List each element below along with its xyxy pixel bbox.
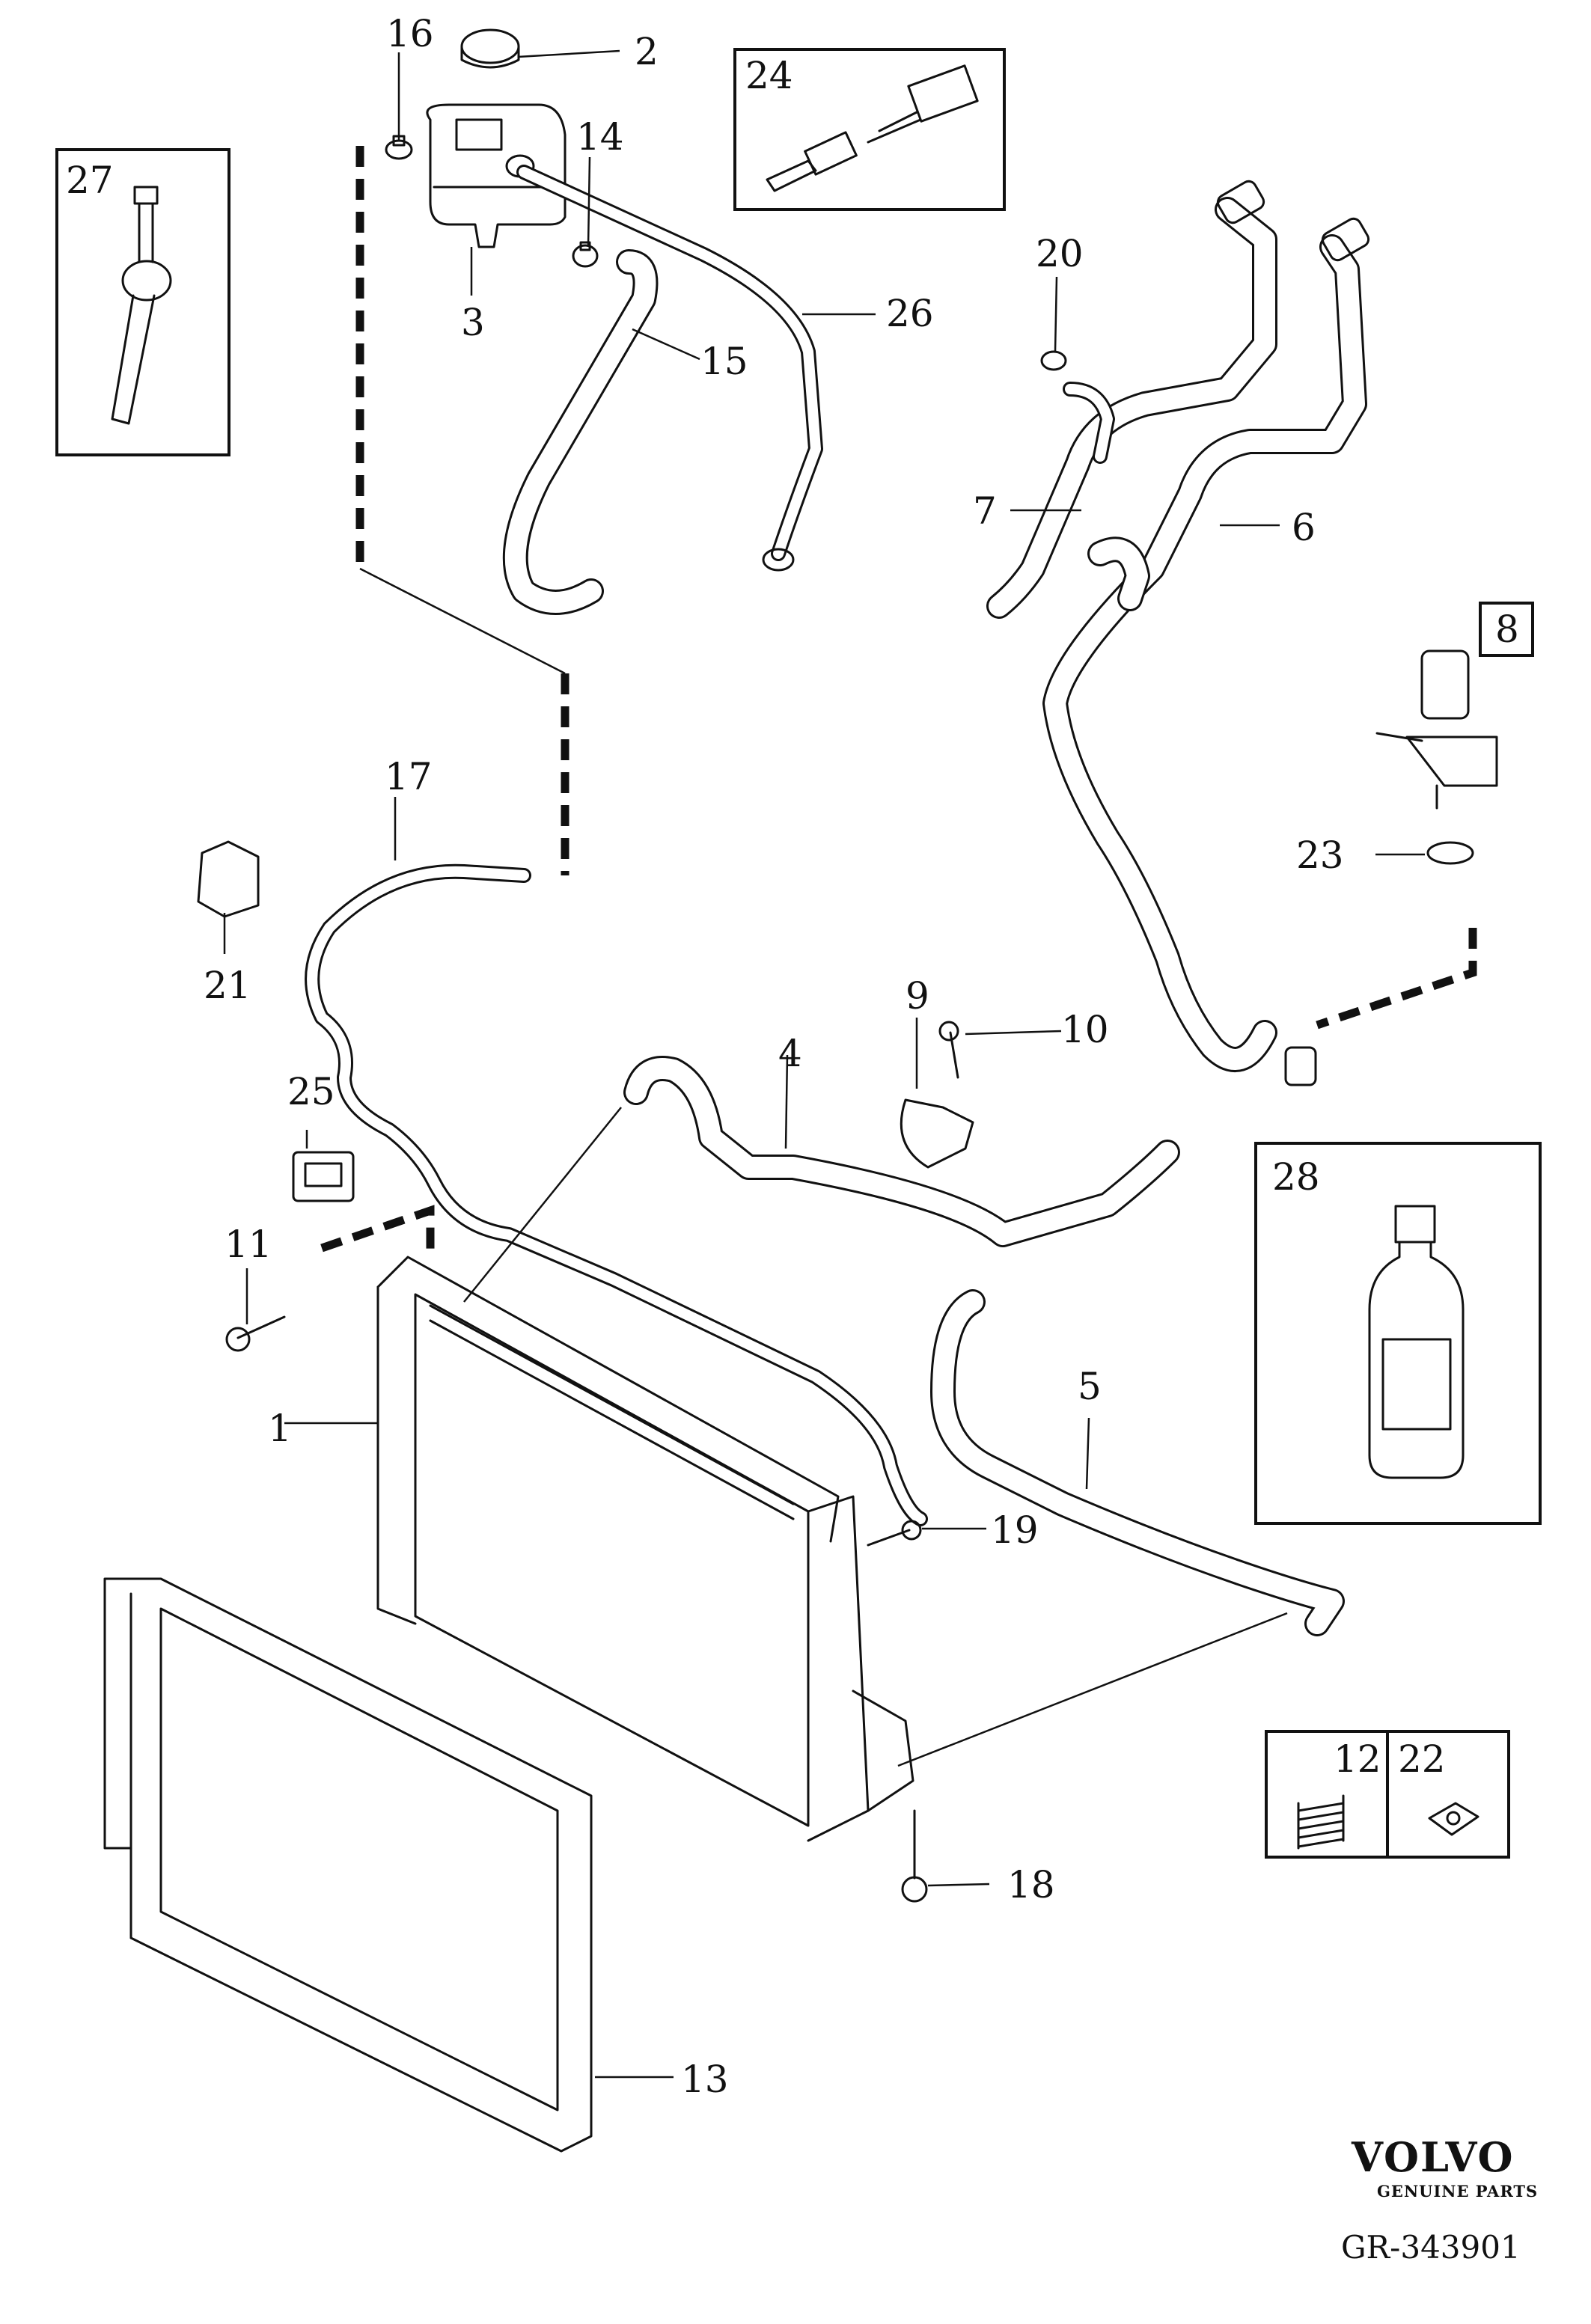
expansion-tank: [426, 28, 567, 248]
label-17: 17: [385, 755, 433, 798]
label-3: 3: [461, 301, 485, 344]
label-21: 21: [204, 964, 251, 1007]
label-15: 15: [700, 340, 748, 383]
hose-clamp-14: [572, 241, 599, 268]
hose-17: [305, 863, 928, 1526]
label-6: 6: [1292, 506, 1316, 549]
label-13: 13: [681, 2058, 729, 2101]
bolt-18: [901, 1809, 928, 1903]
clip-21: [197, 840, 260, 918]
clamp-23: [1426, 841, 1474, 865]
bolt-19: [867, 1520, 922, 1547]
part-labels: 1 2 3 4 5 6 7 9 10 11 13 14 15 16 17 18 …: [204, 12, 1344, 2101]
label-25: 25: [287, 1070, 335, 1113]
label-2: 2: [635, 30, 659, 73]
condenser-frame: [103, 1577, 593, 2153]
label-4: 4: [778, 1032, 802, 1075]
diagram-code: GR-343901: [1341, 2229, 1521, 2266]
bracket-9: [900, 1098, 974, 1169]
volvo-genuine-parts-logo: VOLVO GENUINE PARTS: [1351, 2133, 1538, 2201]
label-19: 19: [991, 1508, 1039, 1552]
label-8: 8: [1495, 608, 1519, 651]
hose-6: [1042, 217, 1370, 1086]
hose-15: [502, 249, 659, 615]
grommet-25: [292, 1151, 355, 1202]
label-9: 9: [906, 974, 929, 1018]
label-27: 27: [66, 159, 114, 202]
inset-box-12-22: 12 22: [1265, 1730, 1510, 1859]
leader-lines: [223, 49, 1425, 2079]
label-24: 24: [745, 54, 793, 97]
inset-box-8: 8: [1479, 602, 1534, 657]
bolt-10: [938, 1021, 959, 1079]
label-10: 10: [1061, 1008, 1109, 1051]
hose-5: [930, 1289, 1345, 1636]
bolt-11: [225, 1315, 286, 1352]
inset-box-27: 27: [55, 148, 230, 456]
inset-box-28: 28: [1254, 1142, 1542, 1525]
label-5: 5: [1078, 1365, 1102, 1408]
label-7: 7: [973, 489, 997, 533]
label-14: 14: [576, 115, 624, 159]
label-22: 22: [1398, 1737, 1446, 1781]
label-26: 26: [886, 292, 934, 335]
label-12: 12: [1334, 1737, 1381, 1781]
label-1: 1: [268, 1407, 292, 1450]
label-28: 28: [1272, 1155, 1320, 1199]
dashed-connections: [320, 146, 1477, 1257]
brand-subtitle: GENUINE PARTS: [1377, 2182, 1538, 2201]
brand-logo-text: VOLVO: [1351, 2133, 1515, 2181]
hose-26: [516, 165, 823, 572]
label-18: 18: [1007, 1863, 1055, 1906]
clamp-20: [1040, 350, 1067, 371]
hose-4: [623, 1056, 1180, 1247]
radiator: [376, 1256, 914, 1842]
coolant-pump-8: [1375, 649, 1498, 810]
inset-box-24: 24: [733, 48, 1006, 211]
label-11: 11: [225, 1223, 272, 1266]
label-20: 20: [1036, 232, 1084, 275]
hose-7: [986, 180, 1277, 619]
label-16: 16: [386, 12, 434, 55]
label-23: 23: [1296, 834, 1344, 877]
